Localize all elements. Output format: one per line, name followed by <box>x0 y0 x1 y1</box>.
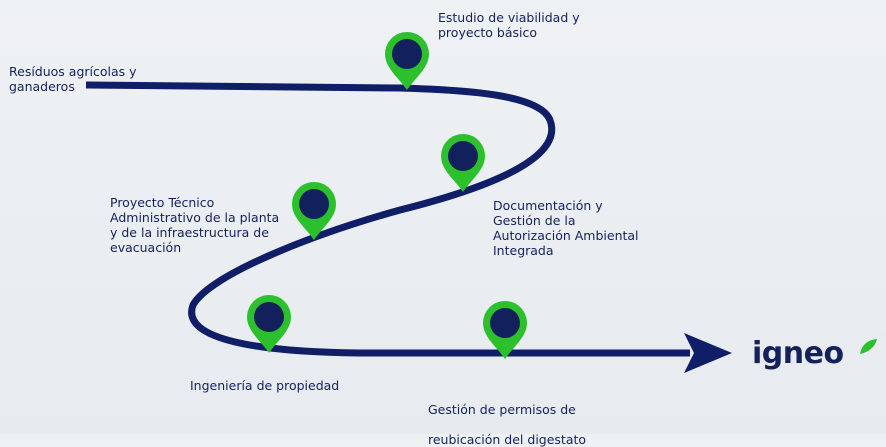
label-ingenieria-propiedad: Ingeniería de propiedad <box>190 378 340 393</box>
pin-reubicacion-digestato <box>483 301 527 359</box>
label-estudio-viabilidad: Estudio de viabilidad y proyecto básico <box>438 10 580 40</box>
igneo-logo: igneo <box>752 336 844 371</box>
process-path <box>85 81 690 357</box>
arrow-head <box>684 333 732 373</box>
process-diagram <box>85 32 732 373</box>
label-reubicacion-line1: Gestión de permisos de <box>428 402 576 417</box>
label-start: Resíduos agrícolas y ganaderos <box>9 64 137 94</box>
pin-estudio-viabilidad <box>385 32 429 90</box>
label-reubicacion-line2a: reubicación del <box>428 432 528 447</box>
pin-autorizacion-ambiental <box>441 134 485 192</box>
leaf-icon <box>860 339 877 354</box>
label-proyecto-tecnico: Proyecto Técnico Administrativo de la pl… <box>110 195 280 255</box>
label-autorizacion-ambiental: Documentación y Gestión de la Autorizaci… <box>493 198 639 258</box>
label-reubicacion-line2b: digestato <box>527 432 587 447</box>
label-reubicacion-digestato: Gestión de permisos de reubicación del d… <box>428 387 586 447</box>
pin-proyecto-tecnico <box>292 182 336 240</box>
pin-ingenieria-propiedad <box>247 295 291 353</box>
